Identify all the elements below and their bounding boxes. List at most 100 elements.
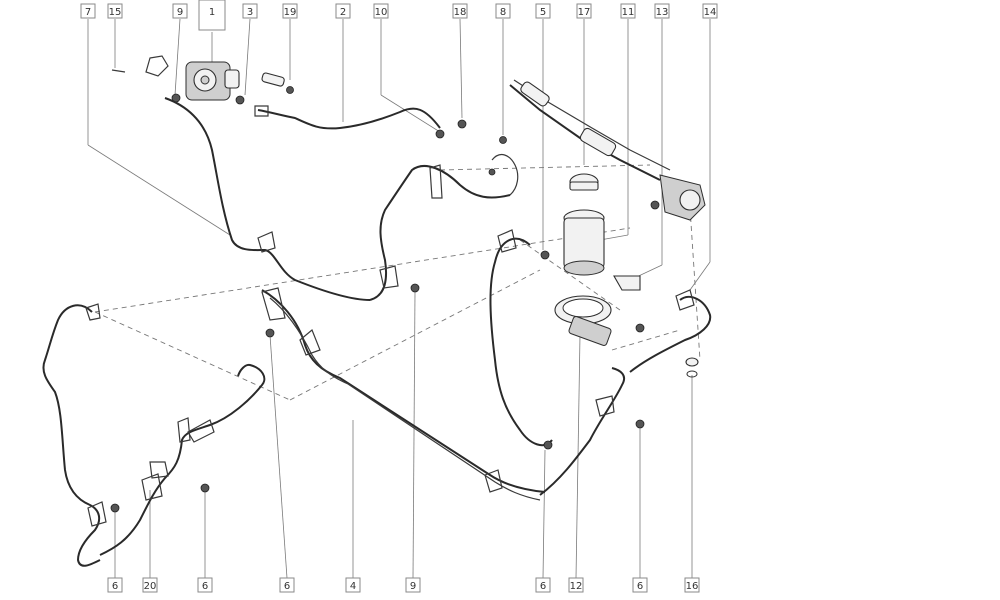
callout-top-c13: 13 (654, 3, 670, 19)
callout-top-number: 17 (578, 7, 591, 18)
right-lower-pipe (539, 367, 626, 496)
callout-bottom-box (568, 577, 584, 593)
callout-bottom-b6b: 6 (197, 577, 213, 593)
callout-top-c8: 8 (495, 3, 511, 19)
bolt-6-right (635, 419, 645, 429)
return-pipe-clip (379, 265, 399, 289)
callout-top-number: 1 (209, 7, 215, 18)
callout-top-box (495, 3, 511, 19)
pipe-7 (164, 97, 371, 301)
callout-bottom-number: 9 (410, 581, 416, 592)
callout-top-box (620, 3, 636, 19)
callout-top-c18: 18 (452, 3, 468, 19)
callout-top-box (172, 3, 188, 19)
callout-top-c15: 15 (107, 3, 123, 19)
callout-bottom-b12: 12 (568, 577, 584, 593)
callout-top-number: 7 (85, 7, 91, 18)
callout-bottom-number: 6 (202, 581, 208, 592)
steering-rack (509, 79, 706, 221)
callout-top-c9t: 9 (172, 3, 188, 19)
callout-top-box (80, 3, 96, 19)
cooler-bracket (87, 501, 107, 527)
callout-bottom-box (684, 577, 700, 593)
callout-bottom-b6e: 6 (632, 577, 648, 593)
callout-bottom-number: 12 (570, 581, 583, 592)
callout-top-number: 3 (247, 7, 253, 18)
callout-top-box (373, 3, 389, 19)
callout-top-c1: 1 (198, 0, 226, 31)
reservoir-feed-end (497, 229, 517, 253)
clamp-12 (554, 295, 612, 346)
return-pipe-bracket (429, 164, 443, 199)
callout-top-number: 19 (284, 7, 297, 18)
callout-top-number: 5 (540, 7, 546, 18)
callout-bottom-box (345, 577, 361, 593)
callout-bottom-b6c: 6 (279, 577, 295, 593)
callout-bottom-number: 6 (284, 581, 290, 592)
callout-top-number: 8 (500, 7, 506, 18)
clip-10 (435, 129, 445, 139)
pipe-20-sleeve (141, 473, 163, 501)
callout-top-number: 11 (622, 7, 635, 18)
callout-bottom-b16: 16 (684, 577, 700, 593)
pipe-20-bracket (177, 417, 191, 443)
return-pipe (369, 165, 511, 301)
bolt-6-mid (265, 328, 275, 338)
callout-top-box (654, 3, 670, 19)
callout-top-c5: 5 (535, 3, 551, 19)
pipe-2 (257, 107, 441, 130)
callout-bottom-number: 6 (540, 581, 546, 592)
bolt-13 (635, 323, 645, 333)
callout-top-number: 15 (109, 7, 122, 18)
pipe-7-bracket (257, 231, 276, 253)
callout-bottom-number: 20 (144, 581, 157, 592)
bracket-13 (613, 275, 641, 291)
clip-18 (457, 119, 467, 129)
callout-bottom-box (405, 577, 421, 593)
callout-bottom-b9: 9 (405, 577, 421, 593)
seal-16 (685, 357, 699, 378)
callout-top-c3: 3 (242, 3, 258, 19)
callout-top-box (535, 3, 551, 19)
callout-top-c2: 2 (335, 3, 351, 19)
bottom-callouts: 6 20 6 6 4 9 6 12 6 16 (107, 577, 700, 593)
callout-top-c19: 19 (282, 3, 298, 19)
callout-top-c7: 7 (80, 3, 96, 19)
leader-lines (87, 18, 711, 579)
pipe-20-clip (149, 461, 169, 479)
callout-top-box (702, 3, 718, 19)
cooler-loop-end (85, 303, 101, 321)
pipe-14-end (675, 289, 695, 311)
callout-bottom-number: 4 (350, 581, 356, 592)
bolt-6-left (110, 503, 120, 513)
callout-top-box (576, 3, 592, 19)
pipe-20-joint (187, 419, 215, 443)
callout-top-number: 13 (656, 7, 669, 18)
callout-top-number: 2 (340, 7, 346, 18)
bolt-19 (261, 72, 294, 94)
callout-top-box (107, 3, 123, 19)
bolt-9 (410, 283, 420, 293)
reservoir-feed-pipe (489, 237, 553, 447)
callout-top-c14: 14 (702, 3, 718, 19)
callout-top-c11: 11 (620, 3, 636, 19)
callout-bottom-box (142, 577, 158, 593)
callout-bottom-box (107, 577, 123, 593)
callout-bottom-box (279, 577, 295, 593)
callout-top-c17: 17 (576, 3, 592, 19)
callout-top-box (452, 3, 468, 19)
pipe-2-end (254, 105, 269, 117)
callout-bottom-b20: 20 (142, 577, 158, 593)
bracket-6-top (261, 287, 286, 321)
callout-bottom-b4: 4 (345, 577, 361, 593)
callout-bottom-number: 6 (112, 581, 118, 592)
bolt-6-centre (543, 440, 553, 450)
callout-bottom-b6a: 6 (107, 577, 123, 593)
callout-bottom-b6d: 6 (535, 577, 551, 593)
pump-assembly (111, 55, 245, 105)
callout-bottom-box (197, 577, 213, 593)
right-lower-bracket (595, 395, 615, 417)
reservoir (540, 173, 605, 276)
callout-top-number: 18 (454, 7, 467, 18)
